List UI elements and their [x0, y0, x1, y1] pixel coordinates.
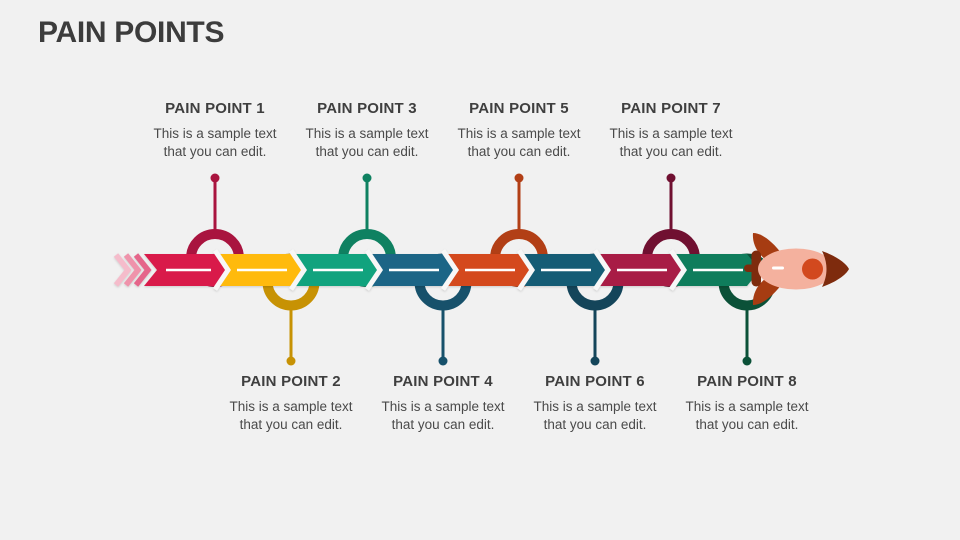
pain-point-title: PAIN POINT 5 [469, 100, 569, 117]
rocket-nose [822, 251, 849, 287]
pain-point-label-2: PAIN POINT 2 This is a sample text that … [220, 373, 362, 434]
pain-point-label-1: PAIN POINT 1 This is a sample text that … [144, 100, 286, 161]
pain-point-title: PAIN POINT 2 [241, 373, 341, 390]
pain-point-label-3: PAIN POINT 3 This is a sample text that … [296, 100, 438, 161]
segment-separator [288, 249, 308, 291]
connector-dot-2 [286, 356, 296, 366]
segment-separator [364, 249, 384, 291]
pain-point-title: PAIN POINT 3 [317, 100, 417, 117]
pain-point-description: This is a sample text that you can edit. [685, 399, 809, 432]
pain-point-title: PAIN POINT 8 [697, 373, 797, 390]
pain-point-description: This is a sample text that you can edit. [229, 399, 353, 432]
arrow-tail-chevron-1 [113, 253, 132, 287]
rocket-body [758, 248, 834, 290]
rocket-icon [744, 233, 849, 305]
segment-separator [212, 249, 232, 291]
pain-point-label-7: PAIN POINT 7 This is a sample text that … [600, 100, 742, 161]
rocket-tail-crossguard [751, 250, 761, 287]
connector-dot-1 [210, 173, 220, 183]
segment-separator [592, 249, 612, 291]
pain-point-description: This is a sample text that you can edit. [153, 126, 277, 159]
rocket-tail-highlight [772, 266, 784, 270]
pain-point-label-5: PAIN POINT 5 This is a sample text that … [448, 100, 590, 161]
pain-point-description: This is a sample text that you can edit. [305, 126, 429, 159]
connector-dot-7 [666, 173, 676, 183]
connector-dot-4 [438, 356, 448, 366]
rocket-window [802, 258, 823, 280]
connector-dot-8 [742, 356, 752, 366]
page-title: PAIN POINTS [38, 16, 225, 49]
pain-point-label-8: PAIN POINT 8 This is a sample text that … [676, 373, 818, 434]
arrow-tail-chevron-2 [123, 253, 142, 287]
connector-dot-5 [514, 173, 524, 183]
pain-point-title: PAIN POINT 1 [165, 100, 265, 117]
pain-point-title: PAIN POINT 7 [621, 100, 721, 117]
pain-point-label-4: PAIN POINT 4 This is a sample text that … [372, 373, 514, 434]
pain-point-title: PAIN POINT 6 [545, 373, 645, 390]
connector-dot-6 [590, 356, 600, 366]
segment-separator [516, 249, 536, 291]
pain-point-description: This is a sample text that you can edit. [609, 126, 733, 159]
pain-point-description: This is a sample text that you can edit. [381, 399, 505, 432]
pain-point-description: This is a sample text that you can edit. [457, 126, 581, 159]
segment-separator [668, 249, 688, 291]
connector-dot-3 [362, 173, 372, 183]
pain-point-title: PAIN POINT 4 [393, 373, 493, 390]
arrow-tail-chevron-3 [133, 253, 152, 287]
pain-point-description: This is a sample text that you can edit. [533, 399, 657, 432]
segment-separator [440, 249, 460, 291]
pain-point-label-6: PAIN POINT 6 This is a sample text that … [524, 373, 666, 434]
